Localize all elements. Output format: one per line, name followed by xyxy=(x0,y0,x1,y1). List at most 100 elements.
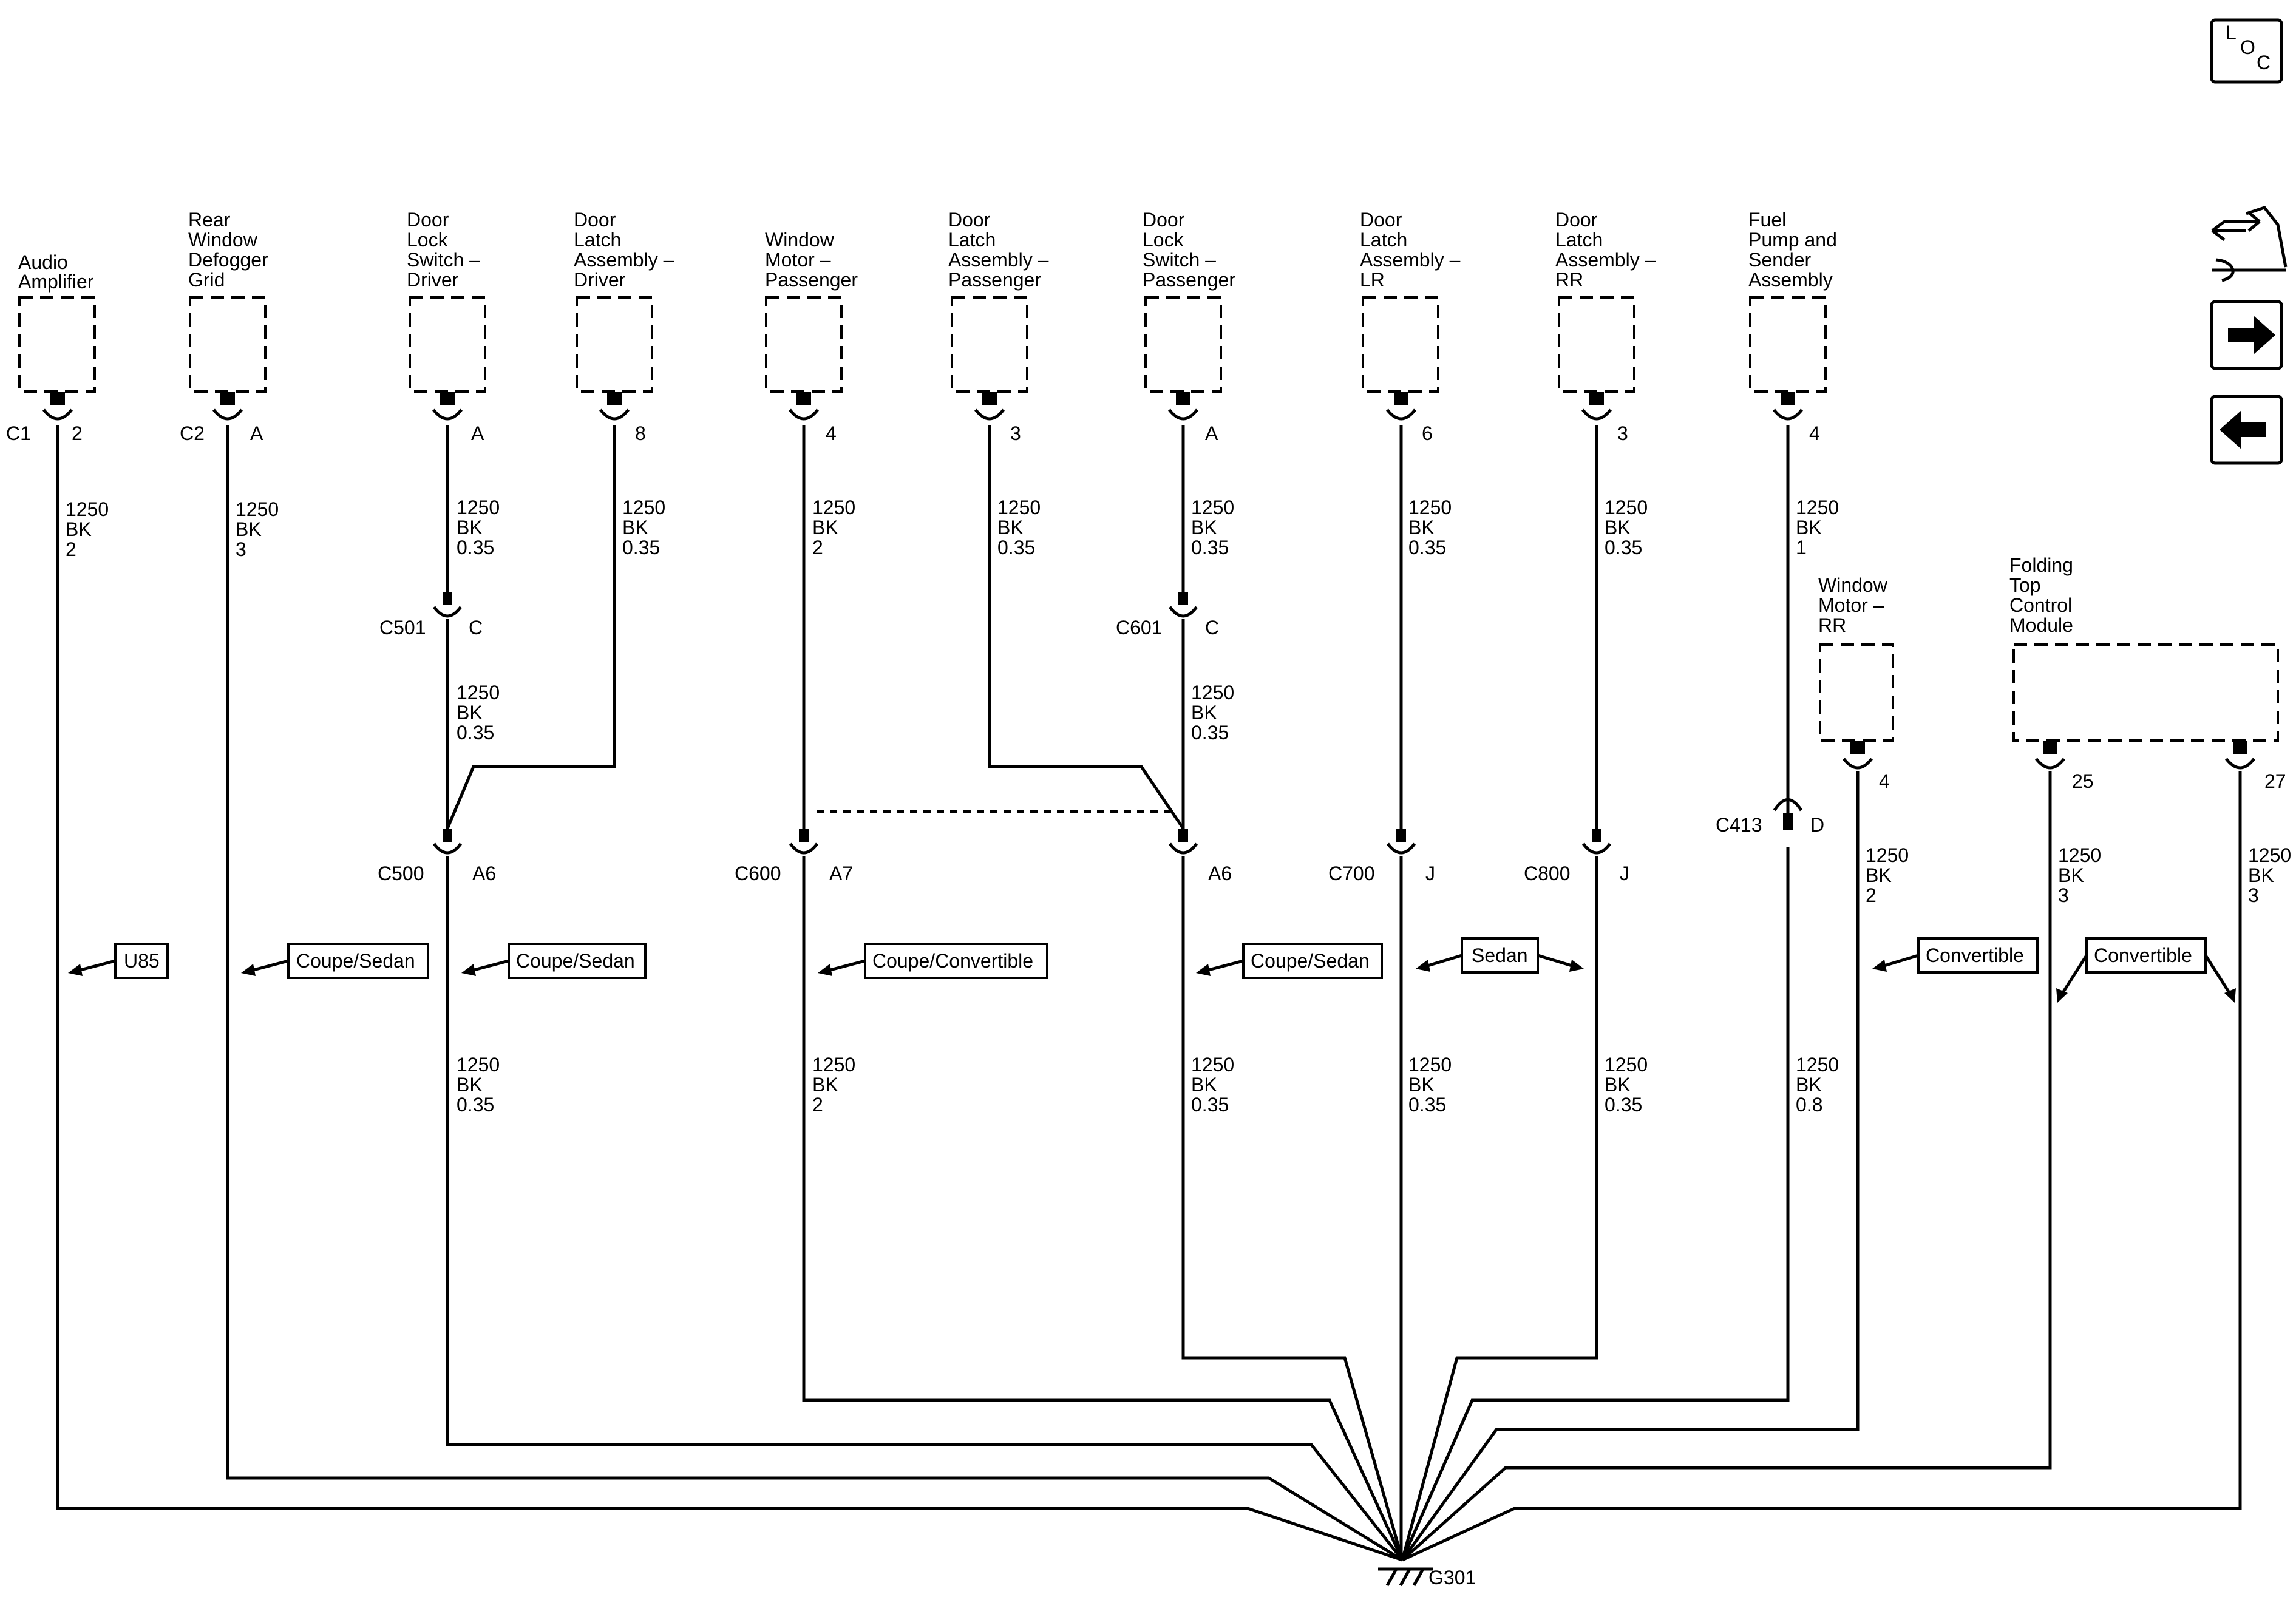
wire-color: BK xyxy=(2248,864,2274,886)
component-box xyxy=(409,296,486,393)
option-tag-sedan[interactable]: Sedan xyxy=(1416,937,1584,974)
wire-color: BK xyxy=(1796,517,1822,538)
pin-id: A7 xyxy=(829,863,853,884)
inline-connector-c601[interactable]: C601 C xyxy=(1116,592,1219,639)
option-tag-u85[interactable]: U85 xyxy=(68,943,169,979)
wire-gauge: 0.35 xyxy=(1605,1094,1642,1116)
component-label: Motor – xyxy=(765,249,831,271)
wire-label-ftcm-25: 1250 BK 3 xyxy=(2058,844,2101,906)
component-door-latch-assembly-passenger[interactable]: Door Latch Assembly – Passenger 3 xyxy=(948,209,1049,444)
component-label: Assembly – xyxy=(948,249,1049,271)
inline-connector-c413[interactable]: C413 D xyxy=(1716,798,1824,836)
inline-connector-c501[interactable]: C501 C xyxy=(379,592,483,639)
connector-id: C501 xyxy=(379,617,426,639)
inline-connector-c800[interactable]: C800 J xyxy=(1524,829,1629,884)
component-door-lock-switch-driver[interactable]: Door Lock Switch – Driver A xyxy=(407,209,486,444)
wire-label-dls-driver-mid: 1250 BK 0.35 xyxy=(457,682,500,744)
component-rear-window-defogger-grid[interactable]: Rear Window Defogger Grid C2 A xyxy=(180,209,268,444)
component-window-motor-passenger[interactable]: Window Motor – Passenger 4 xyxy=(765,229,858,444)
connector-symbol xyxy=(1386,392,1416,421)
component-label: Assembly – xyxy=(1360,249,1461,271)
wire-color: BK xyxy=(457,1074,483,1096)
option-tag-label: Coupe/Convertible xyxy=(872,950,1033,972)
component-audio-amplifier[interactable]: Audio Amplifier C1 2 xyxy=(6,251,96,444)
component-label: Module xyxy=(2009,614,2073,636)
pin-id: A xyxy=(471,422,484,444)
previous-arrow-button[interactable] xyxy=(2210,395,2283,465)
connector-symbol xyxy=(1168,392,1198,421)
next-arrow-button[interactable] xyxy=(2210,300,2283,370)
ground-g301[interactable]: G301 xyxy=(1378,1567,1476,1588)
option-tag-coupe-sedan-2[interactable]: Coupe/Sedan xyxy=(461,943,647,979)
component-door-lock-switch-passenger[interactable]: Door Lock Switch – Passenger A xyxy=(1143,209,1235,444)
pin-id: C xyxy=(1205,617,1219,639)
loc-button[interactable]: L O C xyxy=(2210,18,2283,84)
component-label: Audio xyxy=(18,251,68,273)
wire-color: BK xyxy=(1605,517,1631,538)
wire-gauge: 0.35 xyxy=(1191,722,1229,744)
component-fuel-pump-sender-assembly[interactable]: Fuel Pump and Sender Assembly 4 xyxy=(1748,209,1837,444)
wire-label-dla-driver: 1250 BK 0.35 xyxy=(622,497,665,558)
wire-gauge: 0.35 xyxy=(1408,1094,1446,1116)
inline-connector-c600[interactable]: C600 A7 xyxy=(735,829,853,884)
component-label: Latch xyxy=(1360,229,1407,251)
wire-label-ftcm-27: 1250 BK 3 xyxy=(2248,844,2291,906)
component-label: Door xyxy=(1143,209,1185,231)
wire-label-dls-passenger-top: 1250 BK 0.35 xyxy=(1191,497,1234,558)
component-label: Latch xyxy=(948,229,996,251)
connector-id: C2 xyxy=(180,422,205,444)
wire-label-wm-passenger-top: 1250 BK 2 xyxy=(812,497,855,558)
component-door-latch-assembly-driver[interactable]: Door Latch Assembly – Driver 8 xyxy=(574,209,674,444)
component-label: Switch – xyxy=(407,249,480,271)
connector-view-icon[interactable] xyxy=(2211,206,2288,282)
wire-circuit: 1250 xyxy=(457,1054,500,1076)
wire-label-c413-low: 1250 BK 0.8 xyxy=(1796,1054,1839,1116)
wire-circuit: 1250 xyxy=(1191,497,1234,518)
component-label: Driver xyxy=(407,269,459,291)
connector-id: C700 xyxy=(1328,863,1375,884)
component-door-latch-assembly-rr[interactable]: Door Latch Assembly – RR 3 xyxy=(1555,209,1656,444)
connector-id: C413 xyxy=(1716,814,1762,836)
option-tag-coupe-sedan-3[interactable]: Coupe/Sedan xyxy=(1196,943,1383,979)
option-tag-label: Coupe/Sedan xyxy=(516,950,635,972)
option-tag-coupe-sedan-1[interactable]: Coupe/Sedan xyxy=(241,943,429,979)
option-tag-convertible-2[interactable]: Convertible xyxy=(2056,937,2236,1003)
wire-circuit: 1250 xyxy=(1605,1054,1648,1076)
component-door-latch-assembly-lr[interactable]: Door Latch Assembly – LR 6 xyxy=(1360,209,1461,444)
wire-gauge: 3 xyxy=(2248,884,2259,906)
inline-connector-c600-a6[interactable]: A6 xyxy=(1168,829,1232,884)
component-folding-top-control-module[interactable]: Folding Top Control Module 25 27 xyxy=(2009,554,2286,792)
wire-gauge: 0.35 xyxy=(622,537,660,558)
wire-label-defog: 1250 BK 3 xyxy=(236,498,279,560)
wire-color: BK xyxy=(622,517,648,538)
component-label: Top xyxy=(2009,574,2041,596)
wire-circuit: 1250 xyxy=(812,1054,855,1076)
component-label: Defogger xyxy=(188,249,268,271)
wire-label-fuel-top: 1250 BK 1 xyxy=(1796,497,1839,558)
wire-circuit: 1250 xyxy=(2058,844,2101,866)
option-tag-coupe-convertible[interactable]: Coupe/Convertible xyxy=(818,943,1048,979)
component-label: Passenger xyxy=(948,269,1041,291)
connector-symbol xyxy=(2225,741,2255,770)
wire-gauge: 0.35 xyxy=(1605,537,1642,558)
wire-gauge: 2 xyxy=(66,538,76,560)
wire-labels: 1250 BK 2 1250 BK 3 1250 BK 0.35 1250 BK… xyxy=(66,497,2291,1116)
component-label: Sender xyxy=(1748,249,1812,271)
component-window-motor-rr[interactable]: Window Motor – RR 4 xyxy=(1818,574,1894,792)
wire-label-c700-low: 1250 BK 0.35 xyxy=(1408,1054,1452,1116)
option-tag-label: Convertible xyxy=(2094,944,2192,966)
inline-connector-c500[interactable]: C500 A6 xyxy=(378,829,496,884)
wire-gauge: 0.8 xyxy=(1796,1094,1822,1116)
pin-id: 4 xyxy=(1879,770,1890,792)
wire-circuit: 1250 xyxy=(997,497,1041,518)
component-label: Lock xyxy=(407,229,449,251)
wire-color: BK xyxy=(236,518,262,540)
inline-connector-c700[interactable]: C700 J xyxy=(1328,829,1435,884)
component-label: RR xyxy=(1818,614,1846,636)
option-tag-convertible-1[interactable]: Convertible xyxy=(1872,937,2039,974)
pin-id: A xyxy=(250,422,263,444)
component-box xyxy=(1362,296,1439,393)
wire-circuit: 1250 xyxy=(1191,1054,1234,1076)
wire-gauge: 2 xyxy=(812,537,823,558)
component-label: Assembly – xyxy=(1555,249,1656,271)
